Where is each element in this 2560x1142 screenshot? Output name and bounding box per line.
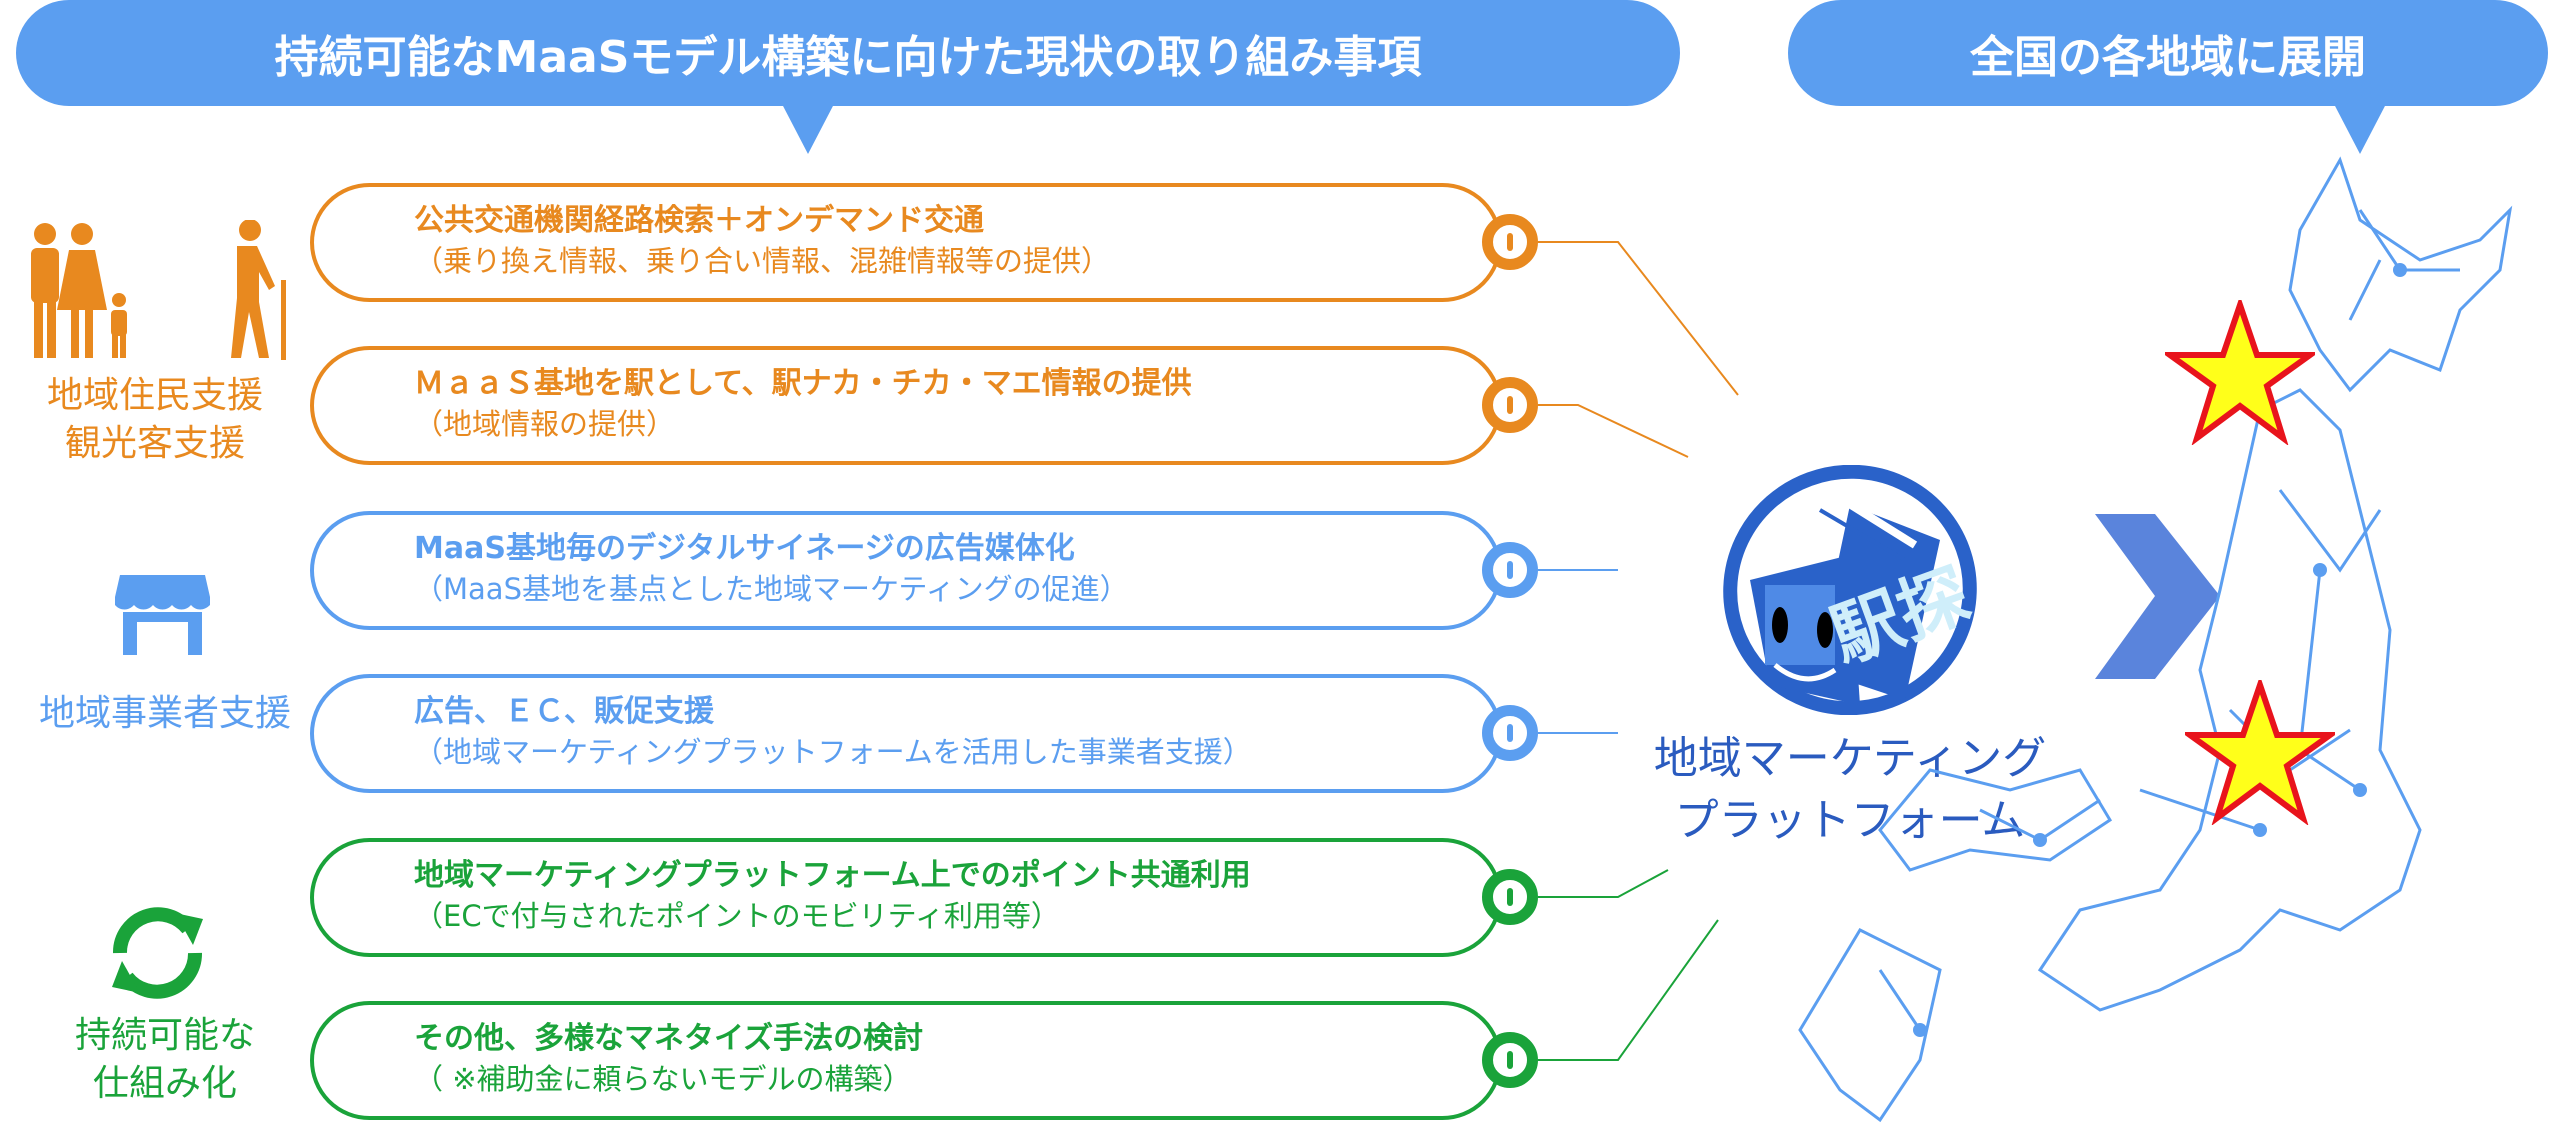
group-label-sustainable: 持続可能な仕組み化 [20,1012,310,1108]
item-title: ＭａａＳ基地を駅として、駅ナカ・チカ・マエ情報の提供 [414,366,1192,401]
recycle-icon [112,907,203,999]
label-line: 観光客支援 [64,423,245,464]
item-sub: （乗り換え情報、乗り合い情報、混雑情報等の提供） [414,244,1111,278]
label-line: 地域住民支援 [46,375,263,416]
japan-map [1798,156,2513,1123]
label-line: 地域マーケティング [1653,733,2047,784]
label-line: プラットフォーム [1674,795,2026,846]
connector-dot [1482,705,1538,761]
connector-dot [1482,869,1538,925]
group-label-residents: 地域住民支援観光客支援 [20,372,290,468]
connector-dot [1482,1032,1538,1088]
item-title: MaaS基地毎のデジタルサイネージの広告媒体化 [414,531,1075,566]
right-title: 全国の各地域に展開 [1970,32,2366,83]
item-sub: （MaaS基地を基点とした地域マーケティングの促進） [414,572,1129,606]
connector-lines [1538,241,1739,1061]
item-title: 広告、ＥＣ、販促支援 [414,694,714,729]
ekitan-logo: 駅探 [1723,465,1980,715]
connector-dot [1482,214,1538,270]
group-label-business: 地域事業者支援 [20,690,310,738]
label-line: 仕組み化 [92,1063,237,1104]
shop-icon [115,575,210,655]
chevron-right-icon [2095,514,2220,679]
item-box: 公共交通機関経路検索＋オンデマンド交通 （乗り換え情報、乗り合い情報、混雑情報等の… [310,183,1502,302]
item-box: MaaS基地毎のデジタルサイネージの広告媒体化 （MaaS基地を基点とした地域マー… [310,511,1502,630]
connector-dot [1482,542,1538,598]
item-box: その他、多様なマネタイズ手法の検討 （ ※補助金に頼らないモデルの構築） [310,1001,1502,1120]
item-title: 地域マーケティングプラットフォーム上でのポイント共通利用 [414,858,1251,893]
item-title: その他、多様なマネタイズ手法の検討 [414,1021,924,1056]
label-line: 持続可能な [74,1015,255,1056]
left-title: 持続可能なMaaSモデル構築に向けた現状の取り組み事項 [274,32,1422,83]
platform-label: 地域マーケティングプラットフォーム [1630,728,2070,852]
people-icon [31,220,286,360]
item-box: 広告、ＥＣ、販促支援 （地域マーケティングプラットフォームを活用した事業者支援） [310,674,1502,793]
header-right-banner: 全国の各地域に展開 [1788,0,2548,106]
item-sub: （ ※補助金に頼らないモデルの構築） [414,1062,912,1096]
item-sub: （地域情報の提供） [414,407,676,441]
star-marker-icon [2165,300,2315,445]
item-sub: （ECで付与されたポイントのモビリティ利用等） [414,899,1060,933]
item-box: 地域マーケティングプラットフォーム上でのポイント共通利用 （ECで付与されたポイン… [310,838,1502,957]
item-sub: （地域マーケティングプラットフォームを活用した事業者支援） [414,735,1252,769]
pointer-right [2334,104,2386,154]
item-box: ＭａａＳ基地を駅として、駅ナカ・チカ・マエ情報の提供 （地域情報の提供） [310,346,1502,465]
connector-dot [1482,377,1538,433]
star-marker-icon [2185,680,2335,825]
pointer-left [782,104,834,154]
label-line: 地域事業者支援 [38,693,291,734]
item-title: 公共交通機関経路検索＋オンデマンド交通 [414,203,984,238]
header-left-banner: 持続可能なMaaSモデル構築に向けた現状の取り組み事項 [16,0,1680,106]
